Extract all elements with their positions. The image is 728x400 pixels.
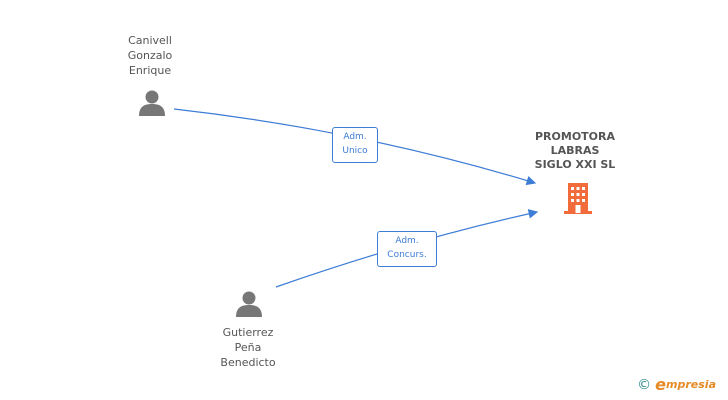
building-icon[interactable] bbox=[561, 181, 595, 215]
brand-logo-initial: e bbox=[655, 375, 667, 394]
person-icon[interactable] bbox=[235, 290, 263, 318]
person-name-gutierrez[interactable]: Gutierrez Peña Benedicto bbox=[220, 326, 276, 369]
brand-logo-text: mpresia bbox=[666, 378, 716, 391]
company-name[interactable]: PROMOTORA LABRAS SIGLO XXI SL bbox=[534, 130, 616, 171]
footer-brand[interactable]: © e mpresia bbox=[637, 375, 716, 394]
person-icon[interactable] bbox=[138, 89, 166, 117]
person-name-canivell[interactable]: Canivell Gonzalo Enrique bbox=[127, 34, 173, 77]
edge-label-adm-unico[interactable]: Adm. Unico bbox=[332, 127, 378, 163]
copyright-icon: © bbox=[637, 376, 652, 393]
edge-label-adm-concurs[interactable]: Adm. Concurs. bbox=[377, 231, 437, 267]
